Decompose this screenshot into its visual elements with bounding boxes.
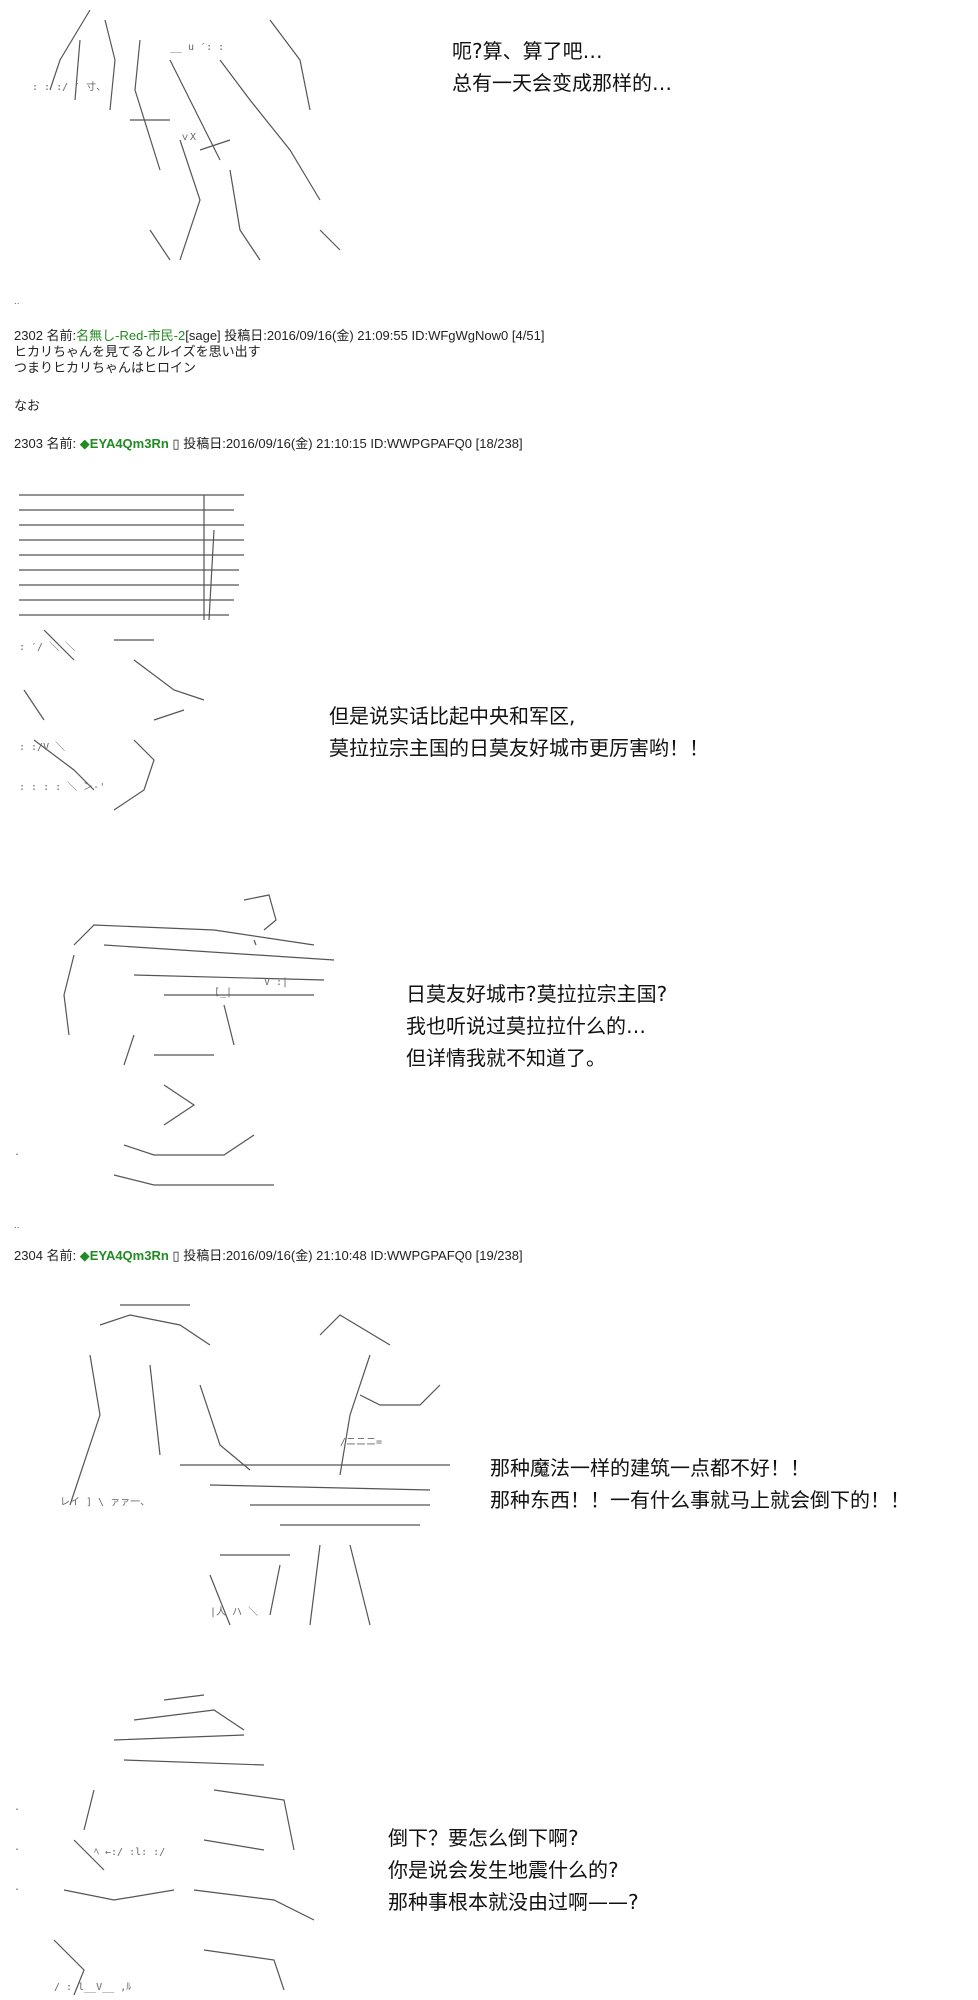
dialogue-panel-3: 日莫友好城市?莫拉拉宗主国? 我也听说过莫拉拉什么的… 但详情我就不知道了。 [406,978,667,1074]
ascii-art-figure-4: /ニニニ= レイ ] \ ァァ一、 |人 ハ ＼ [60,1304,450,1626]
svg-text:.: . [14,1802,20,1813]
post-count: [4/51] [511,328,545,343]
svg-text:: ′/ ＼ ＼: : ′/ ＼ ＼ [19,641,75,653]
svg-text:: : :/ ′ 寸、: : : :/ ′ 寸、 [32,80,106,93]
dialogue-line: 那种东西！！一有什么事就马上就会倒下的！！ [490,1488,910,1512]
svg-text:.: . [14,1882,20,1893]
svg-text:|人 ハ ＼: |人 ハ ＼ [210,1606,258,1618]
post-body-line [14,376,261,392]
dialogue-line: 那种事根本就没由过啊——? [388,1890,639,1914]
dialogue-line: 呃?算、算了吧… [452,39,603,63]
date-label: 投稿日: [183,1248,226,1263]
dialogue-line: 那种魔法一样的建筑一点都不好！！ [490,1456,810,1480]
svg-text:/ニニニ=: /ニニニ= [340,1437,382,1448]
svg-text:ﾍ ←:/ :l: :/: ﾍ ←:/ :l: :/ [94,1847,165,1858]
name-label: 名前: [46,1248,77,1263]
dialogue-line: 倒下？要怎么倒下啊? [388,1826,579,1850]
trip-code[interactable]: ◆EYA4Qm3Rn [79,436,169,451]
svg-text:レイ ] \ ァァ一、: レイ ] \ ァァ一、 [60,1497,150,1508]
separator-dots: .. [14,296,20,307]
post-header-2303: 2303 名前: ◆EYA4Qm3Rn ▯ 投稿日:2016/09/16(金) … [14,436,523,452]
post-date: 2016/09/16(金) 21:09:55 [266,328,408,343]
dialogue-line: 总有一天会变成那样的… [452,71,672,95]
dialogue-panel-2: 但是说实话比起中央和军区, 莫拉拉宗主国的日莫友好城市更厉害哟！！ [329,700,709,764]
post-body-line: なお [14,398,41,413]
post-count: [19/238] [475,1248,523,1263]
svg-text:ｖX: ｖX [180,132,196,143]
mail-icon: ▯ [172,1248,180,1263]
mail-icon: ▯ [172,436,180,451]
dialogue-line: 莫拉拉宗主国的日莫友好城市更厉害哟！！ [329,736,709,760]
svg-text:/ : l__V__ ,ﾙ: / : l__V__ ,ﾙ [54,1982,131,1993]
post-body-2302: ヒカリちゃんを見てるとルイズを思い出す つまりヒカリちゃんはヒロイン なお [14,344,261,414]
ascii-art-figure-2: : ′/ ＼ ＼ : :/V ＼ : : : : ＼ ＞-' [19,494,244,811]
dialogue-line: 我也听说过莫拉拉什么的… [406,1014,646,1038]
dialogue-line: 你是说会发生地震什么的? [388,1858,619,1882]
svg-text:V :|: V :| [264,977,288,988]
post-id: ID:WWPGPAFQ0 [370,436,472,451]
post-header-2304: 2304 名前: ◆EYA4Qm3Rn ▯ 投稿日:2016/09/16(金) … [14,1248,523,1264]
date-label: 投稿日: [183,436,226,451]
ascii-art-figure-3: [_| V :| . [14,894,335,1186]
post-id: ID:WFgWgNow0 [411,328,509,343]
svg-text:.: . [14,1147,20,1158]
dialogue-line: 但是说实话比起中央和军区, [329,704,576,728]
name-label: 名前: [46,328,77,343]
ascii-art-figure-5: ﾍ ←:/ :l: :/ / : l__V__ ,ﾙ . . . [14,1694,315,1996]
post-date: 2016/09/16(金) 21:10:48 [225,1248,367,1263]
sage-tag: [sage] [185,328,221,343]
date-label: 投稿日: [224,328,267,343]
dialogue-line: 但详情我就不知道了。 [406,1046,606,1070]
post-header-2302: 2302 名前:名無し-Red-市民-2[sage] 投稿日:2016/09/1… [14,328,544,344]
svg-text:.: . [14,1842,20,1853]
trip-code[interactable]: ◆EYA4Qm3Rn [79,1248,169,1263]
dialogue-panel-4: 那种魔法一样的建筑一点都不好！！ 那种东西！！一有什么事就马上就会倒下的！！ [490,1452,910,1516]
post-body-line: つまりヒカリちゃんはヒロイン [14,360,197,375]
post-body-line: ヒカリちゃんを見てるとルイズを思い出す [14,344,261,359]
dialogue-panel-1: 呃?算、算了吧… 总有一天会变成那样的… [452,35,672,99]
dialogue-panel-5: 倒下？要怎么倒下啊? 你是说会发生地震什么的? 那种事根本就没由过啊——? [388,1822,639,1918]
name-label: 名前: [46,436,77,451]
post-number: 2303 [14,436,43,451]
post-number: 2304 [14,1248,43,1263]
post-id: ID:WWPGPAFQ0 [370,1248,472,1263]
poster-name[interactable]: 名無し-Red-市民-2 [76,328,186,343]
svg-text:__ u ′: :: __ u ′: : [170,42,224,53]
svg-text:: :/V ＼: : :/V ＼ [19,741,65,753]
separator-dots: .. [14,1220,20,1231]
post-count: [18/238] [475,436,523,451]
svg-text:[_|: [_| [214,987,232,998]
ascii-art-figure-1: : : :/ ′ 寸、 __ u ′: : ｖX [32,9,341,261]
post-date: 2016/09/16(金) 21:10:15 [225,436,367,451]
dialogue-line: 日莫友好城市?莫拉拉宗主国? [406,982,668,1006]
svg-text:: : : : ＼ ＞-': : : : : ＼ ＞-' [19,781,105,793]
post-number: 2302 [14,328,43,343]
